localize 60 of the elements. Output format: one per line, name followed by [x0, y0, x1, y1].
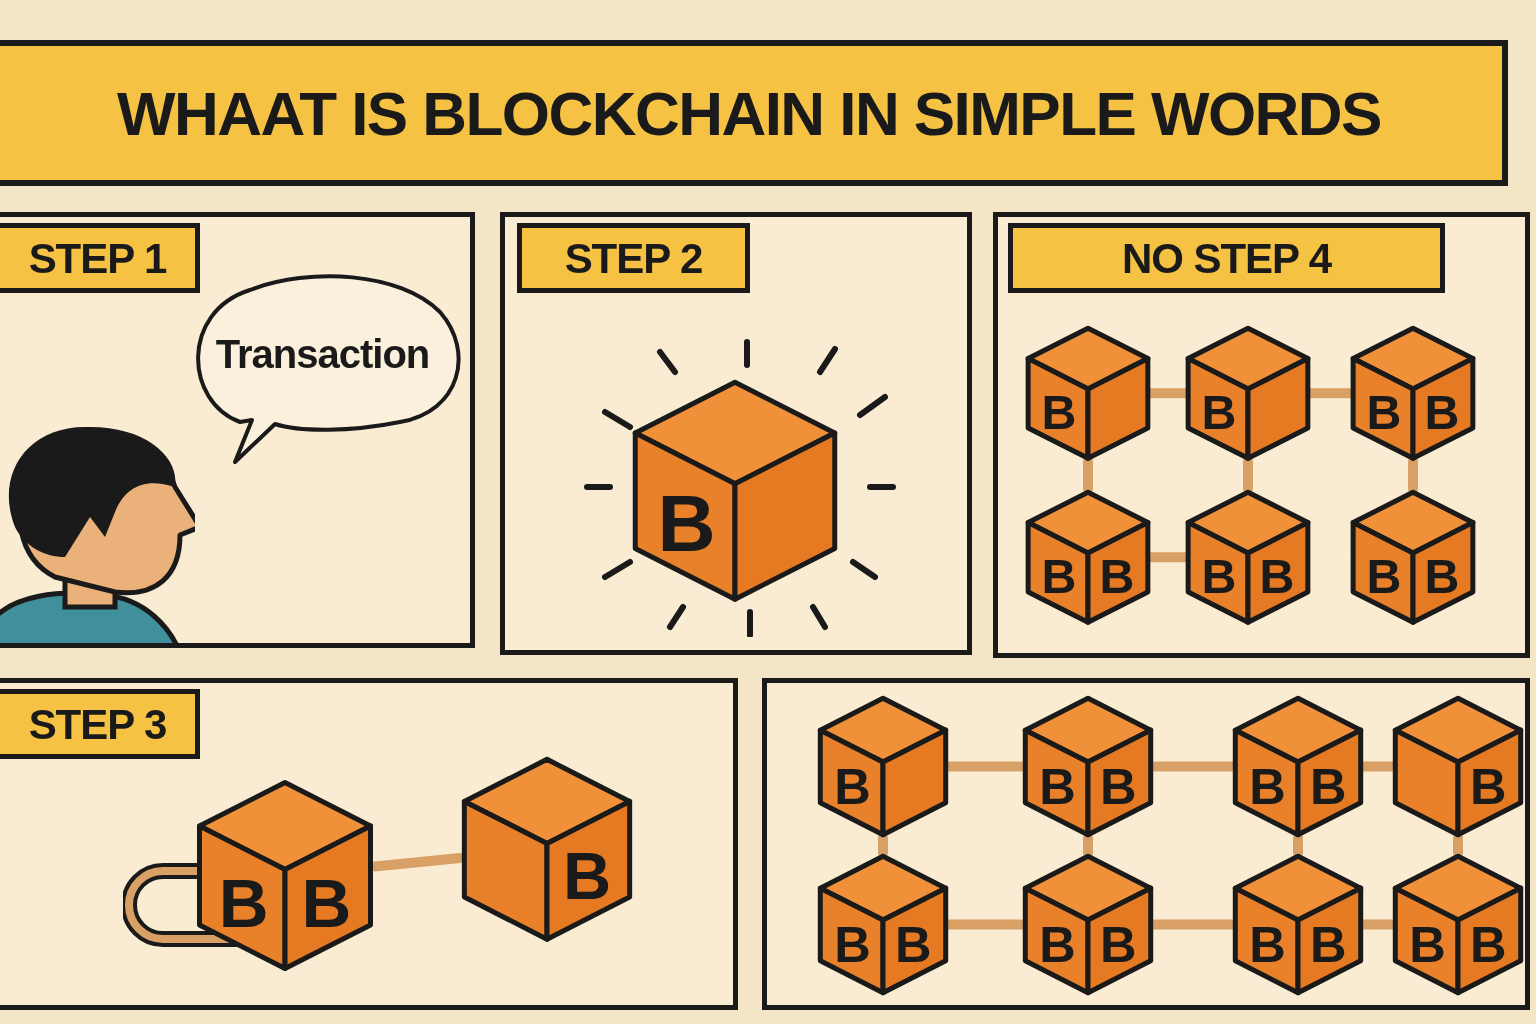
cube [1392, 853, 1524, 996]
cube [1025, 489, 1151, 626]
block-letter: B [1366, 552, 1402, 601]
block-letter: B [1424, 552, 1460, 601]
block-letter: B [834, 919, 871, 970]
block-letter: B [1100, 761, 1137, 812]
cube [1232, 695, 1364, 838]
block-letter: B [1470, 761, 1507, 812]
cube [1185, 489, 1311, 626]
block-letter: B [562, 842, 612, 909]
block-letter: B [895, 919, 932, 970]
comic-panel [500, 212, 972, 655]
comic-panel [0, 212, 475, 648]
bubble-text: Transaction [215, 330, 430, 378]
cube [1022, 695, 1154, 838]
block-letter: B [1039, 761, 1076, 812]
title-banner: WHAAT IS BLOCKCHAIN IN SIMPLE WORDS [0, 40, 1508, 186]
step-tag: NO STEP 4 [1008, 223, 1445, 293]
block-letter: B [834, 761, 871, 812]
cube [460, 755, 634, 944]
block-letter: B [1249, 919, 1286, 970]
cube [1025, 325, 1151, 462]
step-tag: STEP 3 [0, 689, 200, 759]
block-letter: B [1249, 761, 1286, 812]
block-letter: B [1259, 552, 1295, 601]
chain-link [1453, 833, 1463, 858]
cube [1022, 853, 1154, 996]
cube [817, 695, 949, 838]
block-letter: B [1424, 388, 1460, 437]
step-tag: STEP 2 [517, 223, 750, 293]
block-letter: B [1041, 552, 1077, 601]
cube [1392, 695, 1524, 838]
block-letter: B [1409, 919, 1446, 970]
cube [195, 778, 375, 973]
block-letter: B [1366, 388, 1402, 437]
chain-link [878, 833, 888, 858]
block-letter: B [1470, 919, 1507, 970]
comic-panel [762, 678, 1530, 1010]
block-letter: B [301, 868, 352, 938]
block-letter: B [1099, 552, 1135, 601]
block-letter: B [1310, 761, 1347, 812]
step-tag: STEP 1 [0, 223, 200, 293]
chain-link [1293, 833, 1303, 858]
block-letter: B [657, 482, 716, 563]
block-letter: B [1201, 552, 1237, 601]
block-letter: B [1100, 919, 1137, 970]
comic-panel [0, 678, 738, 1010]
cube [630, 377, 840, 605]
cube [1350, 325, 1476, 462]
block-letter: B [218, 868, 269, 938]
block-letter: B [1201, 388, 1237, 437]
block-letter: B [1039, 919, 1076, 970]
cube [1232, 853, 1364, 996]
block-letter: B [1041, 388, 1077, 437]
chain-link [1083, 833, 1093, 858]
cube [1350, 489, 1476, 626]
block-letter: B [1310, 919, 1347, 970]
comic-panel [993, 212, 1530, 658]
cube [817, 853, 949, 996]
cube [1185, 325, 1311, 462]
